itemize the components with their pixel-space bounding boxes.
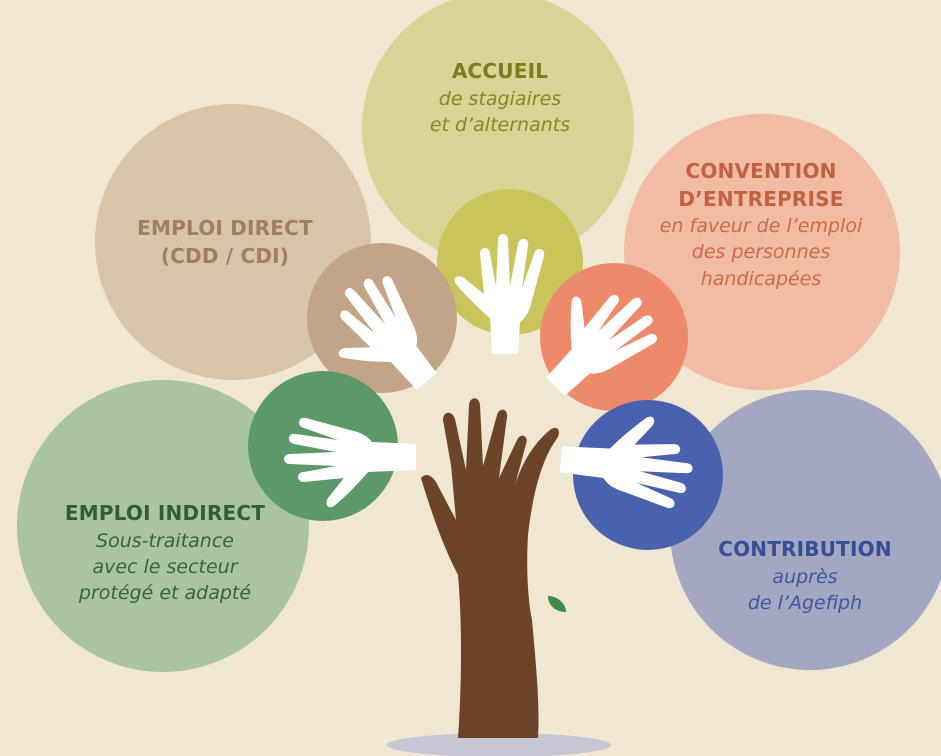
emploi-direct-title-2: (CDD / CDI)	[160, 243, 290, 268]
emploi-indirect-line-1: Sous-traitance	[96, 529, 234, 552]
contribution-hand	[559, 416, 693, 509]
convention-title-1: CONVENTION	[685, 159, 837, 183]
emploi-direct-title-1: EMPLOI DIRECT	[137, 216, 313, 240]
convention-label: CONVENTION D’ENTREPRISE en faveur de l’e…	[630, 158, 892, 292]
emploi-indirect-label: EMPLOI INDIRECT Sous-traitance avec le s…	[30, 500, 300, 606]
emploi-indirect-circle	[17, 380, 309, 672]
emploi-indirect-line-3: protégé et adapté	[78, 582, 252, 605]
accueil-circle	[362, 0, 634, 264]
emploi-indirect-line-2: avec le secteur	[92, 555, 238, 578]
ground-shadow	[387, 733, 611, 756]
emploi-indirect-title: EMPLOI INDIRECT	[64, 501, 266, 525]
accueil-title: ACCUEIL	[451, 59, 549, 83]
convention-hand	[546, 294, 657, 396]
contribution-line-2: de l’Agefiph	[747, 591, 863, 614]
accueil-line-2: et d’alternants	[429, 113, 571, 136]
emploi-direct-label: EMPLOI DIRECT (CDD / CDI)	[110, 215, 340, 270]
accueil-line-1: de stagiaires	[438, 87, 562, 110]
contribution-title: CONTRIBUTION	[718, 537, 892, 561]
accueil-label: ACCUEIL de stagiaires et d’alternants	[395, 58, 605, 138]
contribution-circle	[670, 390, 941, 670]
convention-line-1: en faveur de l’emploi	[659, 215, 863, 238]
contribution-label: CONTRIBUTION auprès de l’Agefiph	[690, 536, 920, 616]
trunk-hand	[421, 398, 559, 738]
leaf	[548, 596, 566, 612]
contribution-line-1: auprès	[772, 565, 838, 588]
convention-line-3: handicapées	[700, 267, 822, 290]
convention-title-2: D’ENTREPRISE	[678, 186, 844, 211]
emploi-direct-circle	[95, 104, 371, 380]
emploi-direct-hand	[338, 276, 437, 390]
emploi-indirect-hand	[284, 417, 416, 508]
accueil-hand	[454, 234, 545, 354]
convention-circle	[624, 114, 900, 390]
convention-line-2: des personnes	[691, 241, 831, 264]
